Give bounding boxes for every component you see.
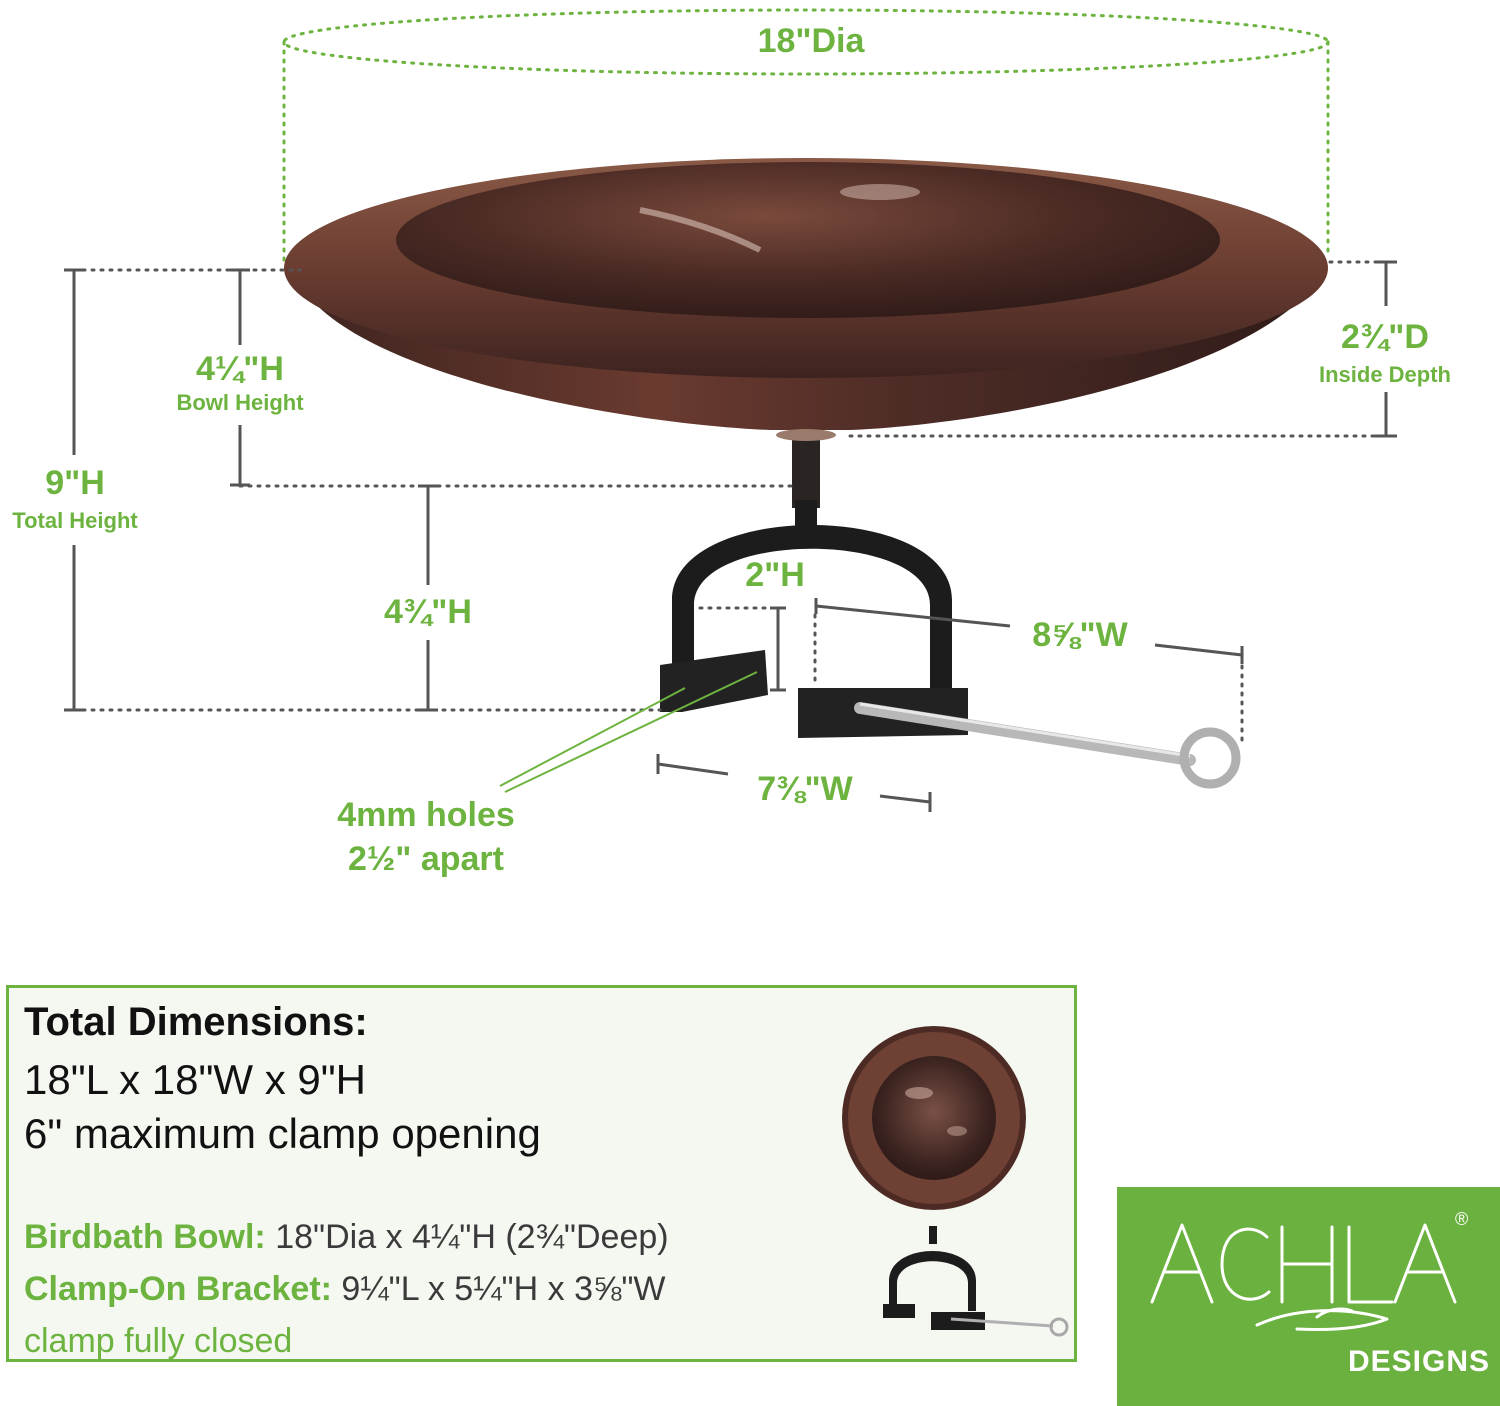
clamp-width-line-right (1154, 643, 1243, 657)
bracket-thumbnail-image (883, 1226, 1069, 1337)
specs-bracket-value: 9¼"L x 5¼"H x 3⅝"W (331, 1270, 666, 1308)
specs-bowl-row: Birdbath Bowl: 18"Dia x 4¼"H (2¾"Deep) (24, 1218, 669, 1257)
clamp-eye (1179, 727, 1241, 789)
specs-clamp-opening: 6" maximum clamp opening (24, 1110, 541, 1157)
bracket-width-line-right (879, 794, 931, 804)
product-dimension-diagram: 18"Dia 4¼"H Bowl Height 9"H Total Height… (12, 8, 1451, 878)
bowl-height-caption: Bowl Height (176, 390, 304, 415)
clamp-width-label: 8⅝"W (1032, 616, 1128, 654)
holes-leader-1 (499, 687, 686, 787)
bracket-top-plate (795, 500, 817, 530)
bracket-height-label: 4¾"H (384, 593, 472, 631)
diagram-drawing (64, 8, 1397, 812)
bowl-basin (396, 162, 1220, 318)
specs-bracket-note: clamp fully closed (24, 1322, 293, 1360)
clamp-width-line-left (815, 604, 1011, 628)
holes-label-line1: 4mm holes (337, 796, 515, 834)
specs-bowl-key: Birdbath Bowl: (24, 1218, 266, 1256)
bracket-width-label: 7⅜"W (757, 770, 853, 808)
specs-title: Total Dimensions: (24, 1000, 368, 1044)
stem-collar (776, 429, 836, 441)
left-jaw (660, 650, 768, 712)
bowl-stem (792, 438, 820, 508)
specs-bracket-row: Clamp-On Bracket: 9¼"L x 5¼"H x 3⅝"W (24, 1270, 666, 1309)
registered-mark: ® (1455, 1209, 1469, 1229)
bowl-top-view-image (842, 1026, 1026, 1210)
clamp-rod-shine (859, 702, 1191, 758)
bowl-highlight-2 (840, 184, 920, 200)
total-height-caption: Total Height (12, 508, 138, 533)
diameter-label: 18"Dia (757, 22, 865, 60)
specs-bowl-value: 18"Dia x 4¼"H (2¾"Deep) (265, 1218, 669, 1256)
clamp-rod (854, 702, 1196, 766)
inside-depth-label: 2¾"D (1341, 318, 1429, 356)
total-dimensions-panel: Total Dimensions: 18"L x 18"W x 9"H 6" m… (6, 985, 1077, 1362)
brand-logo-panel: ® DESIGNS (1117, 1187, 1500, 1406)
achla-logo (1150, 1223, 1457, 1331)
brand-tagline: DESIGNS (1347, 1345, 1490, 1378)
bracket-width-line-left (657, 762, 729, 776)
specs-bracket-key: Clamp-On Bracket: (24, 1270, 332, 1308)
inside-depth-caption: Inside Depth (1318, 362, 1451, 387)
jaw-height-label: 2"H (745, 556, 805, 594)
bowl-highlight (639, 207, 762, 253)
holes-leader-2 (504, 671, 758, 793)
bowl-height-label: 4¼"H (196, 350, 284, 388)
holes-label-line2: 2½" apart (348, 840, 504, 878)
specs-overall-size: 18"L x 18"W x 9"H (24, 1056, 366, 1103)
total-height-label: 9"H (45, 464, 105, 502)
